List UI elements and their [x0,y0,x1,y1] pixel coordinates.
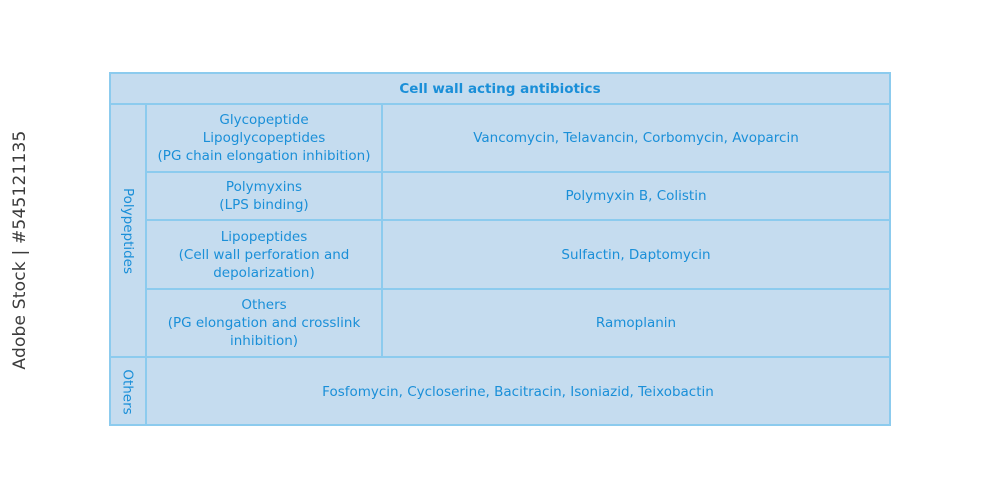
class-cell-lipopeptides: Lipopeptides (Cell wall perforation and … [147,221,383,290]
class-line: Others [241,297,287,313]
table-title: Cell wall acting antibiotics [111,74,889,105]
group-label-others-text: Others [120,368,136,415]
drugs-cell-glycopeptide: Vancomycin, Telavancin, Corbomycin, Avop… [383,105,889,173]
drugs-cell-lipopeptides: Sulfactin, Daptomycin [383,221,889,290]
class-line: (PG chain elongation inhibition) [157,148,371,164]
class-line: inhibition) [229,333,299,349]
class-cell-glycopeptide: Glycopeptide Lipoglycopeptides (PG chain… [147,105,383,173]
class-line: (LPS binding) [219,197,309,213]
drugs-cell-polymyxins: Polymyxin B, Colistin [383,173,889,221]
group-label-polypeptides-text: Polypeptides [120,187,136,274]
class-cell-others: Others (PG elongation and crosslink inhi… [147,290,383,358]
group-label-polypeptides: Polypeptides [111,105,147,358]
class-line: (Cell wall perforation and [178,246,350,263]
class-line: Glycopeptide [219,112,309,128]
drugs-cell-others-group: Fosfomycin, Cycloserine, Bacitracin, Iso… [322,383,714,400]
stock-watermark: Adobe Stock | #545121135 [0,0,40,500]
class-cell-polymyxins: Polymyxins (LPS binding) [147,173,383,221]
antibiotics-table: Cell wall acting antibiotics Polypeptide… [109,72,891,426]
stock-id-text: Adobe Stock | #545121135 [10,130,30,370]
class-line: depolarization) [213,264,315,281]
class-line: (PG elongation and crosslink [167,315,361,331]
class-line: Polymyxins [225,179,303,195]
drugs-cell-ramoplanin: Ramoplanin [383,290,889,358]
class-line: Lipopeptides [220,228,308,245]
class-line: Lipoglycopeptides [202,130,326,146]
group-label-others: Others [111,358,147,425]
